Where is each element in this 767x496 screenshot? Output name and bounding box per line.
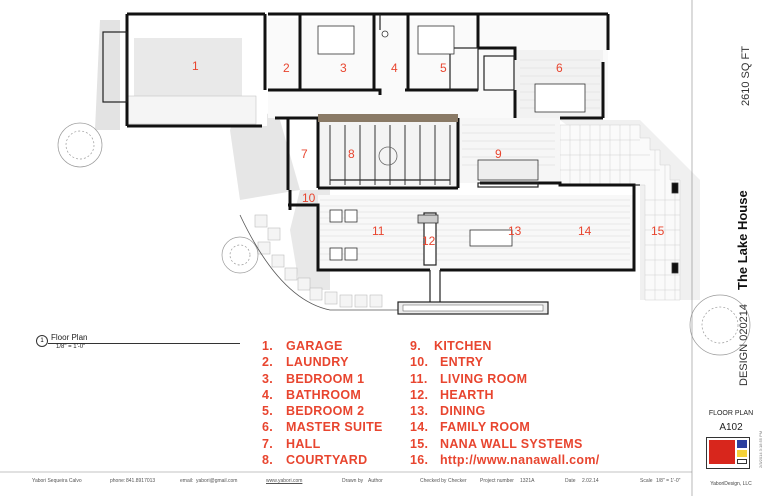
room-label-10: 10 xyxy=(302,191,316,205)
room-label-1: 1 xyxy=(192,59,199,73)
footer-phone: 841.8917013 xyxy=(126,478,156,484)
footer-email-label: email: xyxy=(180,478,194,484)
view-marker: 1 xyxy=(36,335,48,347)
view-title-underline xyxy=(48,343,240,344)
master-bed xyxy=(534,83,586,113)
furniture xyxy=(317,25,679,274)
legend-item: 9.KITCHEN xyxy=(410,339,492,353)
footer-checked: Checker xyxy=(448,478,467,484)
area-text: 2610 SQ FT xyxy=(740,46,752,106)
footer-designer: Yabori Sequeira Calvo xyxy=(32,478,82,484)
room-label-2: 2 xyxy=(283,61,290,75)
room-label-4: 4 xyxy=(391,61,398,75)
room-label-11: 11 xyxy=(372,224,385,238)
legend-item: 5.BEDROOM 2 xyxy=(262,404,365,419)
legend-item: 11.LIVING ROOM xyxy=(410,371,528,386)
bed-1 xyxy=(317,25,355,55)
footer-project-label: Project number xyxy=(480,478,514,484)
room-labels: 1 2 3 4 5 6 7 8 9 10 11 12 13 14 15 xyxy=(192,59,665,248)
datestamp: 2/3/2014 3:18:55 PM xyxy=(758,430,763,468)
sheet-footer: Yabori Sequeira Calvo phone: 841.8917013… xyxy=(0,472,692,496)
footer-project-number: 1321A xyxy=(520,478,535,484)
sheet-number: A102 xyxy=(719,422,743,433)
footer-date: 2.02.14 xyxy=(582,478,599,484)
legend-item: 12.HEARTH xyxy=(410,387,494,402)
room-label-7: 7 xyxy=(301,147,308,161)
courtyard-canopy xyxy=(318,114,458,185)
footer-scale-label: Scale xyxy=(640,478,653,484)
room-label-6: 6 xyxy=(556,61,563,75)
dining-table xyxy=(469,229,513,247)
legend-item: 15.NANA WALL SYSTEMS xyxy=(410,436,583,451)
room-label-14: 14 xyxy=(578,224,592,238)
footer-phone-label: phone: xyxy=(110,478,126,484)
company-name: YaboriDesign, LLC xyxy=(710,481,752,487)
terrace-grid xyxy=(559,124,681,301)
legend-item: 10.ENTRY xyxy=(410,355,484,370)
reflecting-pool xyxy=(397,301,549,315)
legend-link[interactable]: 16.http://www.nanawall.com/ xyxy=(410,453,600,468)
bed-2 xyxy=(417,25,455,55)
legend-item: 14.FAMILY ROOM xyxy=(410,420,531,435)
room-label-8: 8 xyxy=(348,147,355,161)
legend-item: 4.BATHROOM xyxy=(262,387,362,402)
fireplace xyxy=(417,214,439,224)
legend-item: 2.LAUNDRY xyxy=(262,355,349,370)
footer-drawn: Author xyxy=(368,478,383,484)
view-title: Floor Plan xyxy=(51,333,88,342)
room-label-12: 12 xyxy=(422,234,436,248)
legend-item: 6.MASTER SUITE xyxy=(262,420,383,435)
legend-column-1: 1.GARAGE 2.LAUNDRY 3.BEDROOM 1 4.BATHROO… xyxy=(262,338,383,468)
room-label-15: 15 xyxy=(651,224,665,238)
footer-scale: 1/8" = 1'-0" xyxy=(656,478,681,484)
kitchen-island xyxy=(477,159,539,181)
sheet-name: FLOOR PLAN xyxy=(708,410,754,417)
company-logo xyxy=(706,437,750,469)
footer-drawn-label: Drawn by xyxy=(342,478,364,484)
view-scale: 1/8" = 1'-0" xyxy=(56,344,86,350)
room-label-9: 9 xyxy=(495,147,502,161)
title-block: 2610 SQ FT The Lake House DESIGN 020214 … xyxy=(692,0,767,496)
footer-date-label: Date xyxy=(565,478,576,484)
legend-item: 7.HALL xyxy=(262,436,321,451)
site-boundary xyxy=(239,214,420,311)
room-label-3: 3 xyxy=(340,61,347,75)
room-label-13: 13 xyxy=(508,224,522,238)
landscape-trees xyxy=(57,122,751,356)
footer-email[interactable]: yabori@gmail.com xyxy=(196,478,238,484)
footer-checked-label: Checked by xyxy=(420,478,447,484)
legend-item: 1.GARAGE xyxy=(262,339,343,353)
design-number: DESIGN 020214 xyxy=(738,304,750,386)
legend-column-2: 9.KITCHEN 10.ENTRY 11.LIVING ROOM 12.HEA… xyxy=(410,338,600,468)
sheet-border xyxy=(0,0,693,496)
front-walkway xyxy=(254,214,383,308)
legend-item: 13.DINING xyxy=(410,404,486,419)
footer-website[interactable]: www.yabori.com xyxy=(266,478,303,484)
room-label-5: 5 xyxy=(440,61,447,75)
legend-item: 8.COURTYARD xyxy=(262,453,368,468)
project-name: The Lake House xyxy=(735,190,750,290)
walls xyxy=(125,12,636,272)
legend-item: 3.BEDROOM 1 xyxy=(262,371,365,386)
